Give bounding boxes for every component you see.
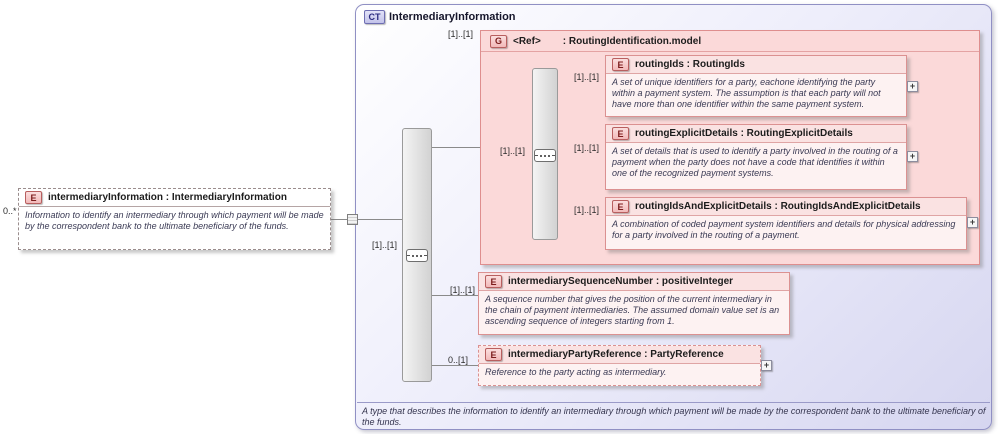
group-header: G <Ref> : RoutingIdentification.model	[481, 31, 979, 52]
element-badge-icon: E	[25, 191, 42, 204]
connector-line-group	[432, 147, 480, 148]
group-badge-icon: G	[490, 34, 507, 48]
expand-icon[interactable]: +	[907, 81, 918, 92]
element-description: A combination of coded payment system id…	[612, 219, 956, 240]
group-ref-label: <Ref>	[513, 35, 541, 47]
sequence-icon	[406, 249, 428, 262]
element-box-routing-ids-and-explicit-details[interactable]: E routingIdsAndExplicitDetails : Routing…	[605, 197, 967, 250]
element-header: E intermediaryInformation : Intermediary…	[19, 189, 330, 207]
element-badge-icon: E	[612, 127, 629, 140]
complex-type-badge-icon: CT	[364, 10, 385, 24]
expand-icon[interactable]: +	[907, 151, 918, 162]
connection-handle-icon	[347, 214, 358, 225]
element-description: Reference to the party acting as interme…	[485, 367, 667, 377]
element-box-intermediary-information[interactable]: E intermediaryInformation : Intermediary…	[18, 188, 331, 250]
complex-type-title: IntermediaryInformation	[389, 11, 516, 23]
cardinality-label-group: [1]..[1]	[448, 29, 474, 39]
cardinality-label-party-reference: 0..[1]	[448, 355, 469, 365]
group-type-label: : RoutingIdentification.model	[562, 35, 702, 47]
element-box-routing-ids[interactable]: E routingIds : RoutingIds A set of uniqu…	[605, 55, 907, 117]
footer-divider	[357, 402, 990, 403]
element-badge-icon: E	[485, 348, 502, 361]
connector-line-party-reference	[432, 365, 478, 366]
cardinality-label-routing-explicit: [1]..[1]	[574, 143, 600, 153]
element-header: E routingExplicitDetails : RoutingExplic…	[606, 125, 906, 143]
cardinality-label-routing-ids: [1]..[1]	[574, 72, 600, 82]
element-box-routing-explicit-details[interactable]: E routingExplicitDetails : RoutingExplic…	[605, 124, 907, 190]
element-badge-icon: E	[612, 200, 629, 213]
cardinality-label-sequence-number: [1]..[1]	[450, 285, 476, 295]
expand-icon[interactable]: +	[761, 360, 772, 371]
sequence-icon	[534, 149, 556, 162]
element-name: routingIds : RoutingIds	[635, 59, 745, 70]
complex-type-annotation: A type that describes the information to…	[362, 406, 986, 428]
connector-line-sequence-number	[432, 295, 478, 296]
element-header: E routingIdsAndExplicitDetails : Routing…	[606, 198, 966, 216]
element-header: E intermediarySequenceNumber : positiveI…	[479, 273, 789, 291]
element-badge-icon: E	[612, 58, 629, 71]
expand-icon[interactable]: +	[967, 217, 978, 228]
element-name: intermediaryPartyReference : PartyRefere…	[508, 349, 724, 360]
cardinality-label-source: 0..*	[3, 206, 17, 216]
element-box-intermediary-party-reference[interactable]: E intermediaryPartyReference : PartyRefe…	[478, 345, 761, 386]
element-name: routingIdsAndExplicitDetails : RoutingId…	[635, 201, 921, 212]
cardinality-label-routing-ids-explicit: [1]..[1]	[574, 205, 600, 215]
element-header: E routingIds : RoutingIds	[606, 56, 906, 74]
element-name: routingExplicitDetails : RoutingExplicit…	[635, 128, 853, 139]
element-header: E intermediaryPartyReference : PartyRefe…	[479, 346, 760, 364]
element-description: A sequence number that gives the positio…	[485, 294, 780, 326]
cardinality-label-group-sequence: [1]..[1]	[500, 146, 526, 156]
cardinality-label-root: [1]..[1]	[372, 240, 398, 250]
element-box-intermediary-sequence-number[interactable]: E intermediarySequenceNumber : positiveI…	[478, 272, 790, 335]
element-description: A set of details that is used to identif…	[612, 146, 898, 178]
element-name: intermediaryInformation : IntermediaryIn…	[48, 192, 287, 203]
element-description: Information to identify an intermediary …	[25, 210, 324, 231]
element-name: intermediarySequenceNumber : positiveInt…	[508, 276, 734, 287]
element-description: A set of unique identifiers for a party,…	[612, 77, 881, 109]
connector-line-root	[331, 219, 402, 220]
element-badge-icon: E	[485, 275, 502, 288]
